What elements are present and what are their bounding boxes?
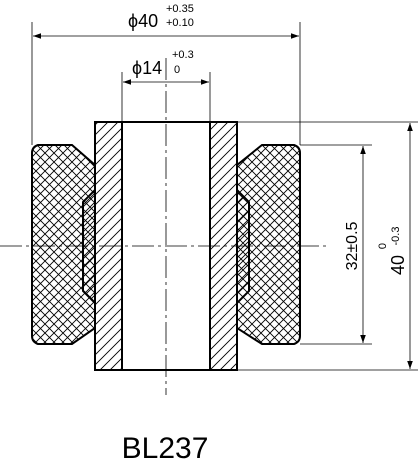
rubber-right-section [236,144,301,345]
overall-length-label: 40 [388,255,408,275]
overall-length-dimension: 40 0 -0.3 [237,121,418,371]
outer-diameter-label: ϕ40 [128,11,158,31]
outer-diameter-tol-lower: +0.10 [166,17,194,29]
inner-diameter-label: ϕ14 [132,58,162,78]
sleeve-right-wall [209,121,250,371]
inner-diameter-tol-upper: +0.3 [172,49,194,61]
overall-length-tol-upper: 0 [377,243,389,249]
inner-diameter-dimension: ϕ14 +0.3 0 [121,49,211,122]
overall-length-tol-lower: -0.3 [390,227,402,246]
inner-length-dimension: 32±0.5 [300,144,372,345]
outer-diameter-dimension: ϕ40 +0.35 +0.10 [31,3,301,145]
inner-diameter-tol-lower: 0 [174,64,180,76]
part-code-label: BL237 [121,432,209,465]
inner-length-label: 32±0.5 [344,221,361,270]
rubber-left-section [31,144,96,345]
outer-diameter-tol-upper: +0.35 [166,3,194,15]
